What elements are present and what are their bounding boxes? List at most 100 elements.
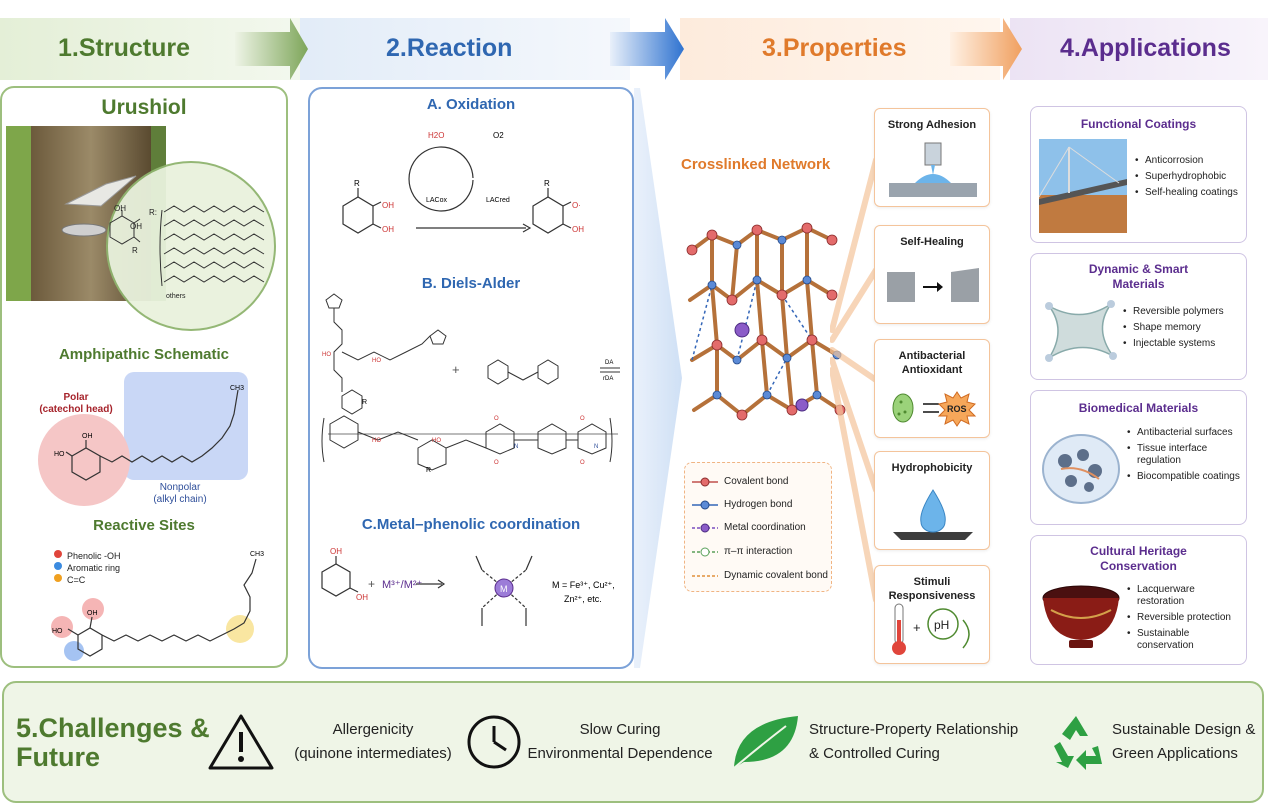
- reaction-panel: [308, 87, 634, 669]
- property-card-self-healing: Self-Healing: [874, 225, 990, 324]
- challenge-sustainable-line1: Sustainable Design &: [1112, 721, 1256, 738]
- coatings-list: Anticorrosion Superhydrophobic Self-heal…: [1135, 155, 1243, 203]
- ox-o-radical: O·: [572, 201, 581, 210]
- diels-alder-title: B. Diels-Alder: [421, 275, 521, 292]
- stimuli-title: Stimuli Responsiveness: [888, 576, 976, 602]
- stimuli-plus: +: [913, 620, 921, 635]
- hydrophobicity-icon: [893, 489, 973, 540]
- challenges-panel: [2, 681, 1264, 803]
- header-banner: [0, 18, 1268, 80]
- ox-h2o: H2O: [428, 131, 444, 140]
- header-applications: 4.Applications: [1060, 34, 1231, 62]
- app-title-biomedical: Biomedical Materials: [1078, 401, 1199, 415]
- property-connectors: [830, 157, 879, 603]
- property-card-hydrophobicity: Hydrophobicity: [874, 451, 990, 550]
- rs-oh: OH: [87, 610, 98, 617]
- hydrophobicity-title: Hydrophobicity: [891, 462, 973, 474]
- ox-o2: O2: [493, 131, 504, 140]
- amphipathic-title: Amphipathic Schematic: [58, 346, 230, 363]
- header-structure: 1.Structure: [58, 34, 190, 62]
- r-colon-label: R:: [149, 208, 157, 217]
- bond-legend-symbols: [692, 477, 718, 577]
- da-forward: DA: [605, 360, 613, 366]
- alkene-dot: [54, 574, 62, 582]
- biomedical-item-3: Biocompatible coatings: [1127, 471, 1243, 483]
- challenge-allergenicity-line2: (quinone intermediates): [294, 745, 452, 762]
- challenges-title: 5.Challenges & Future: [16, 713, 210, 772]
- coatings-item-3: Self-healing coatings: [1135, 187, 1243, 199]
- smart-item-3: Injectable systems: [1123, 338, 1245, 350]
- challenge-curing-line2: Environmental Dependence: [527, 745, 713, 762]
- property-card-antibacterial: Antibacterial Antioxidant ROS: [874, 339, 990, 438]
- ox-oh-2: OH: [382, 225, 394, 234]
- svg-text:O: O: [580, 460, 585, 466]
- heritage-item-1: Lacquerware restoration: [1127, 584, 1243, 608]
- oh-label-2: OH: [130, 222, 142, 231]
- mp-desc-2: Zn²⁺, etc.: [564, 594, 602, 604]
- ox-lac-red: LACred: [486, 197, 510, 204]
- network-title: Crosslinked Network: [681, 156, 831, 173]
- bridge-image: [1039, 139, 1127, 233]
- mp-oh-1: OH: [330, 547, 342, 556]
- lacquer-bowl-image: [1042, 585, 1120, 648]
- app-title-coatings: Functional Coatings: [1080, 117, 1197, 131]
- metal-phenolic-scheme: M OH OH + M³⁺/M²⁺ M = Fe³⁺, Cu²⁺, Zn²⁺, …: [321, 547, 615, 626]
- coatings-item-2: Superhydrophobic: [1135, 171, 1243, 183]
- header-properties: 3.Properties: [762, 34, 907, 62]
- urushiol-title: Urushiol: [101, 96, 187, 119]
- rs-ch3: CH3: [250, 551, 264, 558]
- legend-metal: Metal coordination: [724, 522, 806, 533]
- ox-oh-1: OH: [382, 201, 394, 210]
- da-r-2: R: [426, 467, 431, 472]
- reactive-sites-title: Reactive Sites: [93, 517, 195, 534]
- challenge-structure-line1: Structure-Property Relationship: [809, 721, 1019, 738]
- biomedical-item-2: Tissue interface regulation: [1127, 443, 1243, 467]
- rs-ho: HO: [52, 628, 63, 635]
- svg-text:O: O: [494, 460, 499, 466]
- ox-lac-ox: LACox: [426, 197, 448, 204]
- chevron-reaction-properties: [634, 88, 682, 668]
- ox-r-left: R: [354, 179, 360, 188]
- polar-label: Polar: [63, 392, 89, 403]
- app-dynamic-smart: Dynamic & Smart Materials Reversible pol…: [1030, 253, 1247, 380]
- smart-list: Reversible polymers Shape memory Injecta…: [1123, 306, 1245, 354]
- petri-dish-image: [1042, 434, 1120, 504]
- stimuli-icon: + pH: [892, 603, 970, 655]
- oxidation-scheme: R OH OH R O· OH H2O O2 LACox LACred: [342, 131, 584, 234]
- phenolic-dot: [54, 550, 62, 558]
- heritage-list: Lacquerware restoration Reversible prote…: [1127, 584, 1243, 656]
- mp-plus: +: [368, 577, 375, 591]
- smart-item-1: Reversible polymers: [1123, 306, 1245, 318]
- polar-sub: (catechol head): [39, 404, 113, 415]
- ox-oh-3: OH: [572, 225, 584, 234]
- biomedical-item-1: Antibacterial surfaces: [1127, 427, 1243, 439]
- da-reverse: rDA: [603, 376, 613, 382]
- app-title-smart: Dynamic & Smart Materials: [1088, 262, 1189, 291]
- reactive-legend-dots: [54, 550, 62, 582]
- amphi-ch3: CH3: [230, 385, 244, 392]
- svg-text:O: O: [580, 416, 585, 422]
- challenge-sustainable-line2: Green Applications: [1112, 745, 1238, 762]
- shape-memory-image: [1045, 300, 1117, 362]
- legend-dynamic: Dynamic covalent bond: [724, 570, 828, 581]
- svg-text:HO: HO: [322, 352, 331, 358]
- amphi-oh: OH: [82, 433, 93, 440]
- r-label: R: [132, 246, 138, 255]
- svg-text:HO: HO: [432, 438, 441, 444]
- app-functional-coatings: Functional Coatings Anticorrosion Superh…: [1030, 106, 1247, 243]
- antibacterial-icon: ROS: [892, 391, 977, 427]
- urushiol-tree-illustration: OH OH R R: others: [6, 126, 276, 331]
- app-title-heritage: Cultural Heritage Conservation: [1090, 544, 1187, 573]
- legend-phenolic: Phenolic -OH: [67, 551, 121, 561]
- others-label: others: [166, 293, 186, 300]
- challenge-structure-line2: & Controlled Curing: [809, 745, 940, 762]
- svg-text:N: N: [594, 444, 598, 450]
- mp-oh-2: OH: [356, 593, 368, 602]
- heritage-item-3: Sustainable conservation: [1127, 628, 1243, 652]
- legend-covalent: Covalent bond: [724, 476, 789, 487]
- adhesion-icon: [889, 142, 977, 197]
- self-healing-title: Self-Healing: [900, 236, 964, 248]
- ros-label: ROS: [947, 404, 967, 414]
- metal-phenolic-title: C.Metal–phenolic coordination: [361, 516, 581, 533]
